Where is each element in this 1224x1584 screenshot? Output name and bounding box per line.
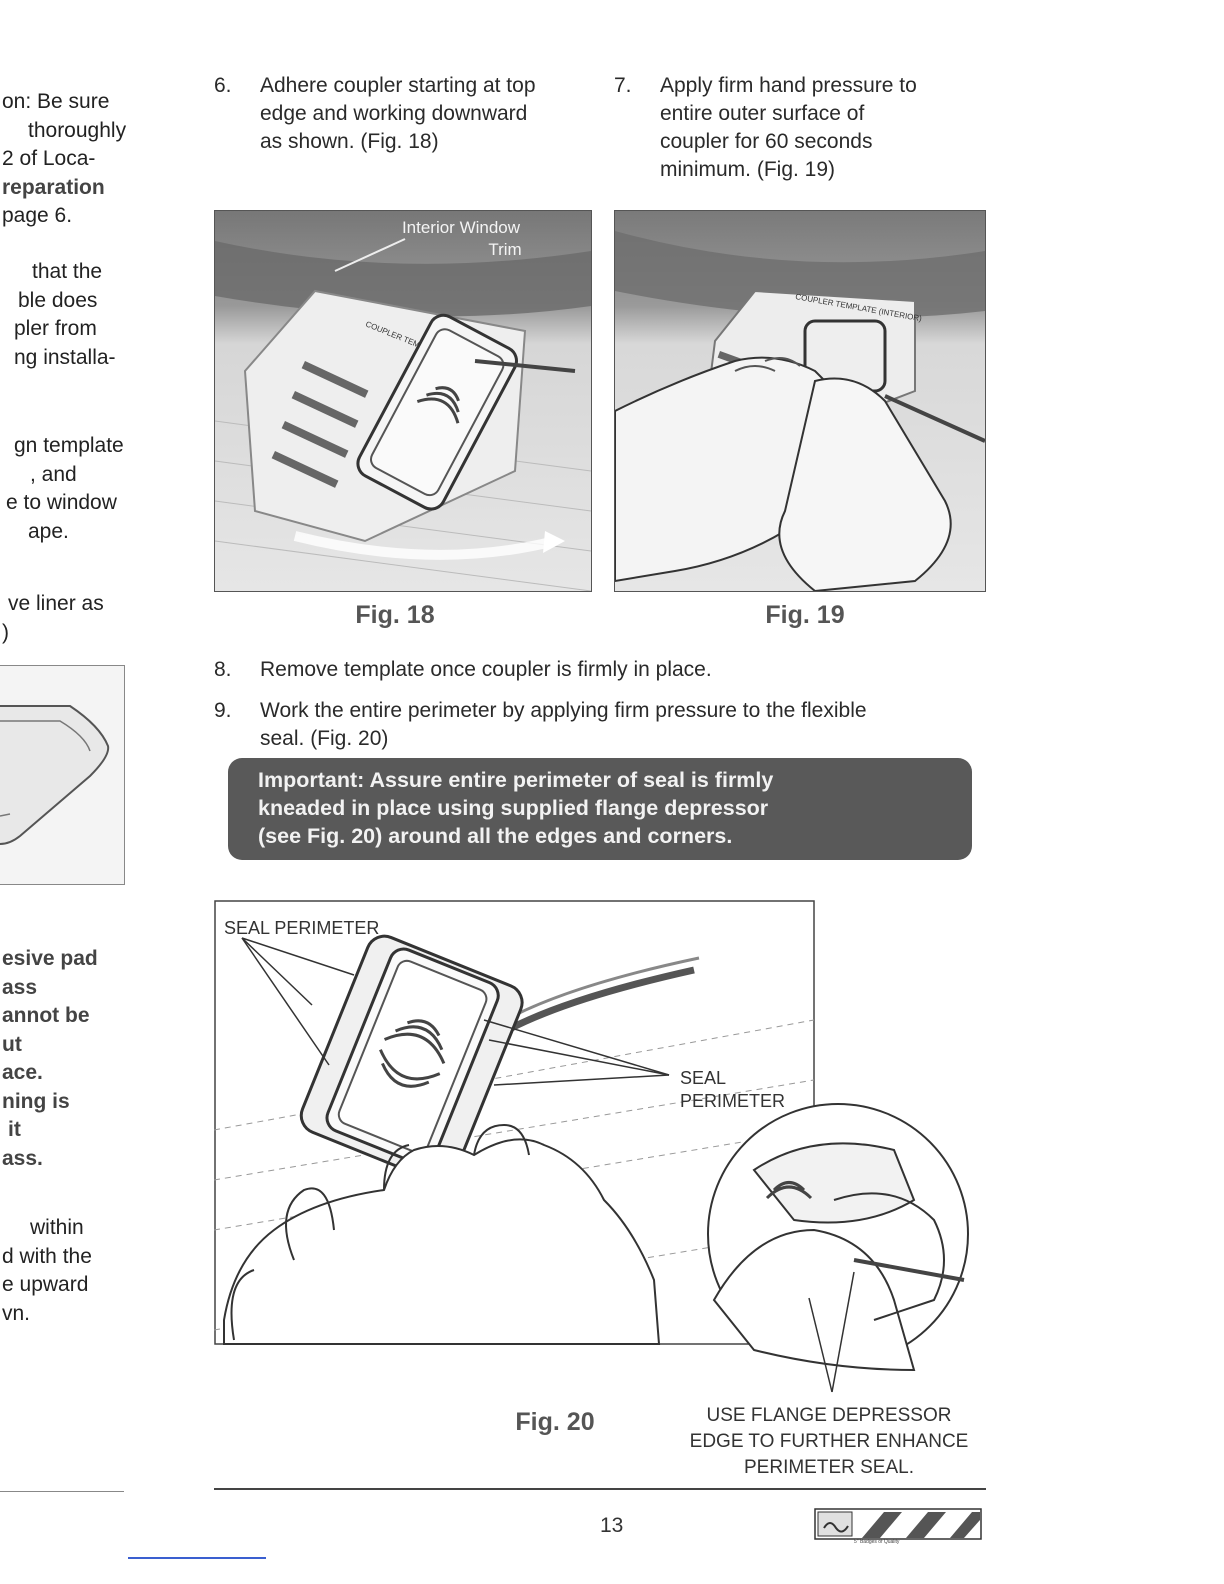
left-line: gn template <box>14 434 124 457</box>
left-line: e to window <box>6 491 117 514</box>
left-line: ape. <box>28 519 69 543</box>
fig-19-caption: Fig. 19 <box>765 601 845 629</box>
step-line: seal. (Fig. 20) <box>260 727 389 750</box>
important-line: kneaded in place using supplied flange d… <box>258 796 769 820</box>
step-number: 7. <box>614 74 632 97</box>
left-line: ve liner as <box>8 592 104 615</box>
step-7: 7. Apply firm hand pressure to entire ou… <box>614 72 994 192</box>
left-line: esive pad <box>2 947 98 970</box>
left-line: ning is <box>2 1089 70 1113</box>
left-cropped-figure <box>0 665 125 885</box>
step-number: 8. <box>214 658 232 681</box>
left-line: e upward <box>2 1273 89 1296</box>
left-line: reparation <box>2 175 105 199</box>
left-line: page 6. <box>2 204 73 227</box>
step-line: as shown. (Fig. 18) <box>260 130 439 153</box>
step-number: 9. <box>214 699 232 722</box>
left-line: pler from <box>14 317 97 340</box>
left-column-text-4: ve liner as ) <box>0 590 130 647</box>
left-column-text-5: within d with the e upward vn. <box>0 1214 130 1328</box>
left-line: vn. <box>2 1301 31 1325</box>
device-outline-image <box>0 705 110 845</box>
left-line: that the <box>32 260 103 283</box>
step-number: 6. <box>214 74 232 97</box>
left-line: annot be <box>2 1004 90 1027</box>
callout-line: USE FLANGE DEPRESSOR <box>706 1405 952 1426</box>
flange-depressor-callout: USE FLANGE DEPRESSOR EDGE TO FURTHER ENH… <box>674 1403 984 1481</box>
fig-19-image: COUPLER TEMPLATE (INTERIOR) <box>614 210 986 592</box>
callout-line: EDGE TO FURTHER ENHANCE <box>689 1431 969 1452</box>
left-line: on: Be sure <box>2 90 110 113</box>
step-line: entire outer surface of <box>660 102 865 125</box>
fig-20-image: SEAL PERIMETER SEAL PERIMETER <box>213 900 988 1398</box>
seal-perimeter-label-right-2: PERIMETER <box>680 1091 785 1111</box>
left-column-warning: esive pad ass annot be ut ace. ning is i… <box>0 945 130 1173</box>
step-text: Remove template once coupler is firmly i… <box>260 658 712 681</box>
left-line: within <box>30 1216 84 1239</box>
step-line: edge and working downward <box>260 102 528 125</box>
left-line: ass <box>2 975 38 999</box>
step-line: Work the entire perimeter by applying fi… <box>260 699 867 722</box>
left-line: ng installa- <box>14 345 116 369</box>
step-line: Adhere coupler starting at top <box>260 74 536 97</box>
fig-20-caption: Fig. 20 <box>515 1408 595 1436</box>
step-text: Apply firm hand pressure to entire outer… <box>660 72 917 184</box>
left-column-rule <box>0 1491 124 1492</box>
step-line: minimum. (Fig. 19) <box>660 158 836 181</box>
step-text: Adhere coupler starting at top edge and … <box>260 72 536 156</box>
left-line: ut <box>2 1032 22 1056</box>
page-number: 13 <box>600 1514 624 1537</box>
left-column-text: on: Be sure thoroughly 2 of Loca- repara… <box>0 88 130 231</box>
step-8: 8. Remove template once coupler is firml… <box>214 656 994 686</box>
step-line: coupler for 60 seconds <box>660 130 873 153</box>
left-column-text-2: that the ble does pler from ng installa- <box>0 258 130 372</box>
left-line: , and <box>30 462 77 486</box>
fig-18-caption: Fig. 18 <box>355 601 435 629</box>
left-line: d with the <box>2 1244 92 1268</box>
left-line: ble does <box>18 288 98 312</box>
logo-tagline: 5" Badges of Quality <box>854 1539 900 1545</box>
link-underline <box>128 1557 266 1559</box>
step-6: 6. Adhere coupler starting at top edge a… <box>214 72 594 162</box>
step-9: 9. Work the entire perimeter by applying… <box>214 697 994 757</box>
left-line: ace. <box>2 1061 43 1084</box>
brand-logo-image <box>814 1508 982 1540</box>
callout-line: PERIMETER SEAL. <box>744 1457 914 1478</box>
left-column-text-3: gn template , and e to window ape. <box>0 432 130 546</box>
step-text: Work the entire perimeter by applying fi… <box>260 697 867 753</box>
seal-perimeter-label-top: SEAL PERIMETER <box>224 918 379 938</box>
left-line: ) <box>2 620 9 644</box>
left-line: thoroughly <box>28 118 127 142</box>
left-line: 2 of Loca- <box>2 147 96 170</box>
fig-18-label-line1: Interior Window <box>402 218 521 237</box>
step-line: Apply firm hand pressure to <box>660 74 917 97</box>
left-line: it <box>8 1118 21 1141</box>
footer-rule <box>214 1488 986 1490</box>
fig-18-image: COUPLER TEMPLATE (EXTERIOR) Interior Win… <box>214 210 592 592</box>
important-line: (see Fig. 20) around all the edges and c… <box>258 824 733 848</box>
left-line: ass. <box>2 1146 43 1170</box>
important-banner: Important: Assure entire perimeter of se… <box>228 758 972 860</box>
brand-logo: 5" Badges of Quality <box>814 1508 982 1545</box>
fig-18-label-line2: Trim <box>488 240 521 259</box>
seal-perimeter-label-right-1: SEAL <box>680 1068 726 1088</box>
important-line: Important: Assure entire perimeter of se… <box>258 768 774 792</box>
